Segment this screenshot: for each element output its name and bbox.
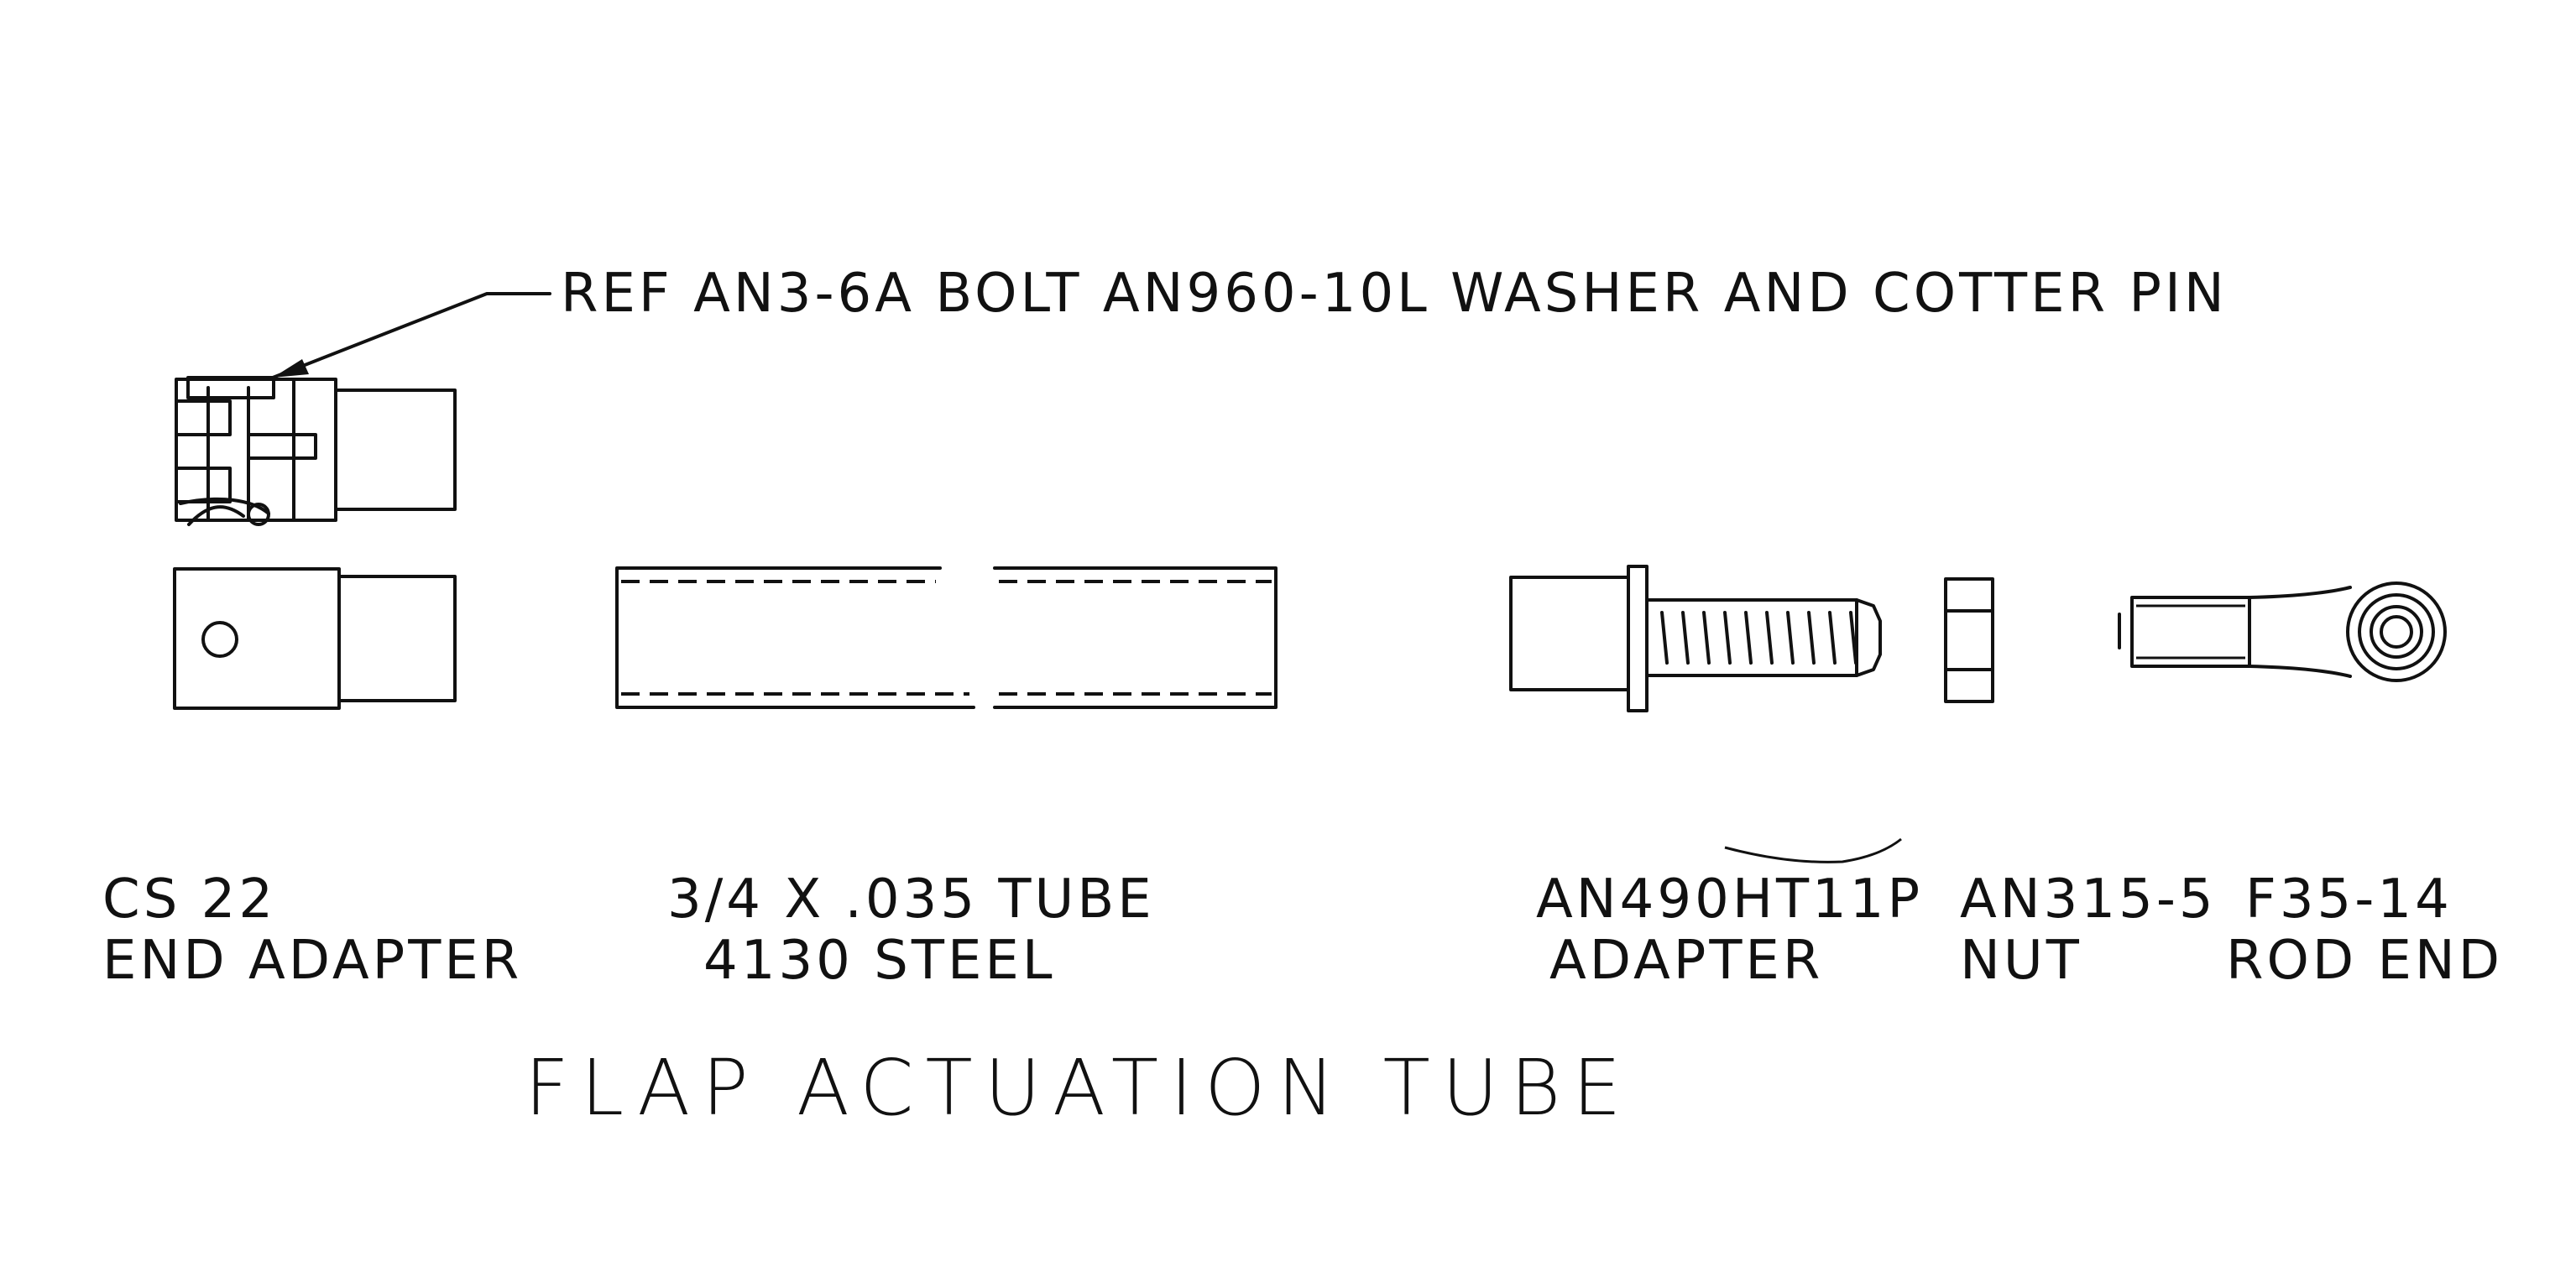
nut-label-line1: AN315-5 — [1960, 868, 2217, 931]
callout-text: REF AN3-6A BOLT AN960-10L WASHER AND COT… — [561, 263, 2228, 325]
rod-end-label-line1: F35-14 — [2245, 868, 2453, 931]
tube-label-line1: 3/4 X .035 TUBE — [667, 868, 1155, 931]
adapter-label-line1: AN490HT11P — [1536, 868, 1923, 931]
steel-tube — [615, 566, 1278, 709]
construction-arc — [1724, 837, 1902, 863]
end-adapter-label-line2: END ADAPTER — [102, 930, 522, 992]
hex-nut — [1944, 577, 1994, 703]
end-adapter-side-view — [173, 567, 457, 710]
threaded-adapter — [1509, 565, 1882, 712]
adapter-label-line2: ADAPTER — [1549, 930, 1823, 992]
drawing-title: FLAP ACTUATION TUBE — [525, 1043, 1633, 1133]
tube-label-line2: 4130 STEEL — [703, 930, 1055, 992]
callout-leader — [271, 292, 551, 379]
rod-end-label-line2: ROD END — [2226, 930, 2503, 992]
rod-end — [2118, 581, 2447, 682]
end-adapter-top-view — [175, 376, 457, 526]
nut-label-line2: NUT — [1960, 930, 2082, 992]
end-adapter-label-line1: CS 22 — [102, 868, 276, 931]
